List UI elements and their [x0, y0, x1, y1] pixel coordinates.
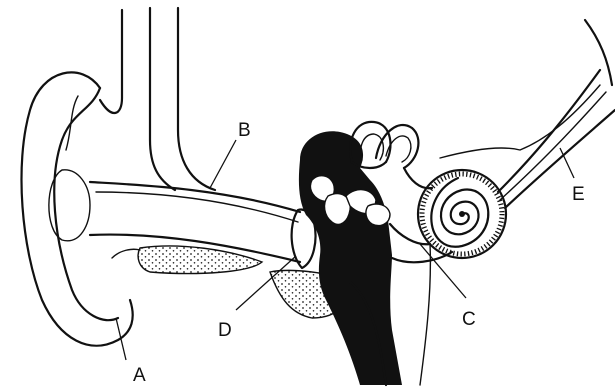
label-e: E [572, 184, 585, 205]
auditory-nerve [440, 20, 615, 208]
leader-b [210, 140, 236, 188]
leader-a [116, 318, 126, 360]
cochlea [418, 170, 506, 258]
label-c: C [462, 309, 476, 330]
upper-structure [100, 8, 215, 190]
label-b: B [238, 120, 251, 141]
leader-c [420, 244, 466, 298]
label-a: A [133, 365, 146, 386]
label-d: D [218, 320, 232, 341]
bone-regions [112, 246, 350, 318]
middle-ear [299, 131, 402, 385]
